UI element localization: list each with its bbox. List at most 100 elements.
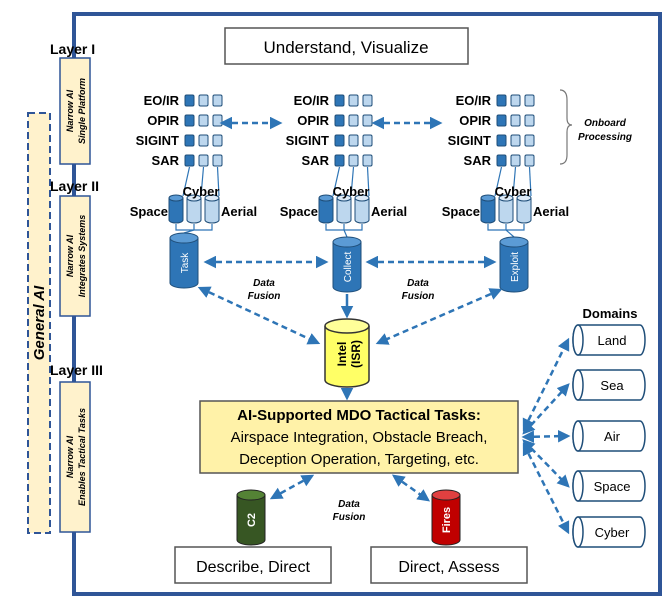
merge-connector <box>175 224 213 234</box>
sensor-label: EO/IR <box>456 93 492 108</box>
source-cylinder-top <box>204 194 220 202</box>
data-fusion-label-3a: Data <box>338 499 360 510</box>
sensor-connector <box>494 166 503 197</box>
sensor-square <box>184 94 195 107</box>
layer-1-box <box>59 57 91 165</box>
intel-label-1: Intel <box>335 342 349 367</box>
cyber-label: Cyber <box>183 184 220 199</box>
sensor-square <box>198 94 209 107</box>
domain-space: Space <box>572 470 646 502</box>
mdo-line-2: Deception Operation, Targeting, etc. <box>239 451 479 468</box>
space-label: Space <box>442 204 480 219</box>
layer-3-line-a: Narrow AI <box>65 435 75 478</box>
merge-connector <box>487 224 525 238</box>
source-cylinder <box>354 198 370 224</box>
sensor-square <box>334 114 345 127</box>
sensor-label: SAR <box>464 153 492 168</box>
domain-label: Space <box>594 479 631 494</box>
source-cylinder-top <box>336 194 352 202</box>
sensor-square <box>496 114 507 127</box>
domain-arrow <box>521 429 571 443</box>
sensor-square <box>334 134 345 147</box>
source-cylinder <box>480 198 496 224</box>
describe-direct-box <box>174 546 332 584</box>
mdo-title: AI-Supported MDO Tactical Tasks: <box>237 407 481 424</box>
layer-3-title: Layer III <box>50 362 103 378</box>
collect-label: Collect <box>343 252 354 283</box>
sensor-connector <box>528 166 532 197</box>
intel-isr-cylinder: Intel (ISR) <box>324 318 370 388</box>
data-fusion-label-3b: Fusion <box>333 512 366 523</box>
sensor-connector <box>200 166 205 197</box>
general-ai-label: General AI <box>31 285 48 360</box>
sensor-connector <box>350 166 355 197</box>
source-cylinder-top <box>498 194 514 202</box>
domains-title: Domains <box>583 306 638 321</box>
sensor-connector <box>216 166 220 197</box>
exploit-intel-arrow <box>375 288 503 345</box>
exploit-label: Exploit <box>510 252 521 282</box>
mdo-line-1: Airspace Integration, Obstacle Breach, <box>231 429 488 446</box>
sensor-square <box>184 154 195 167</box>
exploit-cylinder: Exploit <box>499 236 529 293</box>
sensor-square <box>510 134 521 147</box>
layer-1-line-b: Single Platform <box>77 78 87 144</box>
data-fusion-label-2b: Fusion <box>402 291 435 302</box>
sensor-square <box>510 154 521 167</box>
domain-sea: Sea <box>572 369 646 401</box>
sensor-square <box>334 154 345 167</box>
sensor-square <box>184 134 195 147</box>
mdo-fires-arrow <box>391 474 431 502</box>
sensor-label: EO/IR <box>294 93 330 108</box>
describe-direct-label: Describe, Direct <box>196 559 310 576</box>
onboard-label-2: Processing <box>578 132 632 143</box>
source-cylinder <box>168 198 184 224</box>
domain-land: Land <box>572 324 646 356</box>
source-cylinder <box>186 198 202 224</box>
sensor-square <box>212 134 223 147</box>
sensor-square <box>348 134 359 147</box>
sensor-square <box>212 154 223 167</box>
sensor-square <box>510 114 521 127</box>
domain-label: Cyber <box>595 525 630 540</box>
sensor-square <box>362 154 373 167</box>
sensor-square <box>362 114 373 127</box>
sensor-connector <box>512 166 517 197</box>
understand-visualize-box <box>224 27 469 65</box>
sensor-label: OPIR <box>459 113 491 128</box>
layer-3-line-b: Enables Tactical Tasks <box>77 408 87 506</box>
domain-label: Land <box>598 333 627 348</box>
source-cylinder-top <box>354 194 370 202</box>
source-cylinder <box>516 198 532 224</box>
intel-label-2: (ISR) <box>349 340 363 368</box>
direct-assess-box <box>370 546 528 584</box>
domain-arrow <box>522 337 570 432</box>
cyber-label: Cyber <box>333 184 370 199</box>
cyber-label: Cyber <box>495 184 532 199</box>
sensor-square <box>334 94 345 107</box>
sensor-square <box>198 134 209 147</box>
source-cylinder-top <box>516 194 532 202</box>
sensor-square <box>212 94 223 107</box>
aerial-label: Aerial <box>221 204 257 219</box>
source-cylinder <box>318 198 334 224</box>
sensor-label: SAR <box>152 153 180 168</box>
sensor-square <box>510 94 521 107</box>
sensor-square <box>524 114 535 127</box>
sensor-square <box>362 134 373 147</box>
sensor-label: SIGINT <box>448 133 491 148</box>
sensor-label: EO/IR <box>144 93 180 108</box>
domain-air: Air <box>572 420 646 452</box>
sensor-square <box>212 114 223 127</box>
sensor-label: SIGINT <box>136 133 179 148</box>
layer-2-box <box>59 195 91 317</box>
sensor-square <box>198 114 209 127</box>
task-cylinder: Task <box>169 232 199 289</box>
fires-label: Fires <box>441 507 453 533</box>
c2-cylinder: C2 <box>236 489 266 546</box>
sensor-square <box>496 94 507 107</box>
general-ai-box <box>27 112 51 534</box>
sensor-connector <box>332 166 341 197</box>
layer-3-box <box>59 381 91 533</box>
